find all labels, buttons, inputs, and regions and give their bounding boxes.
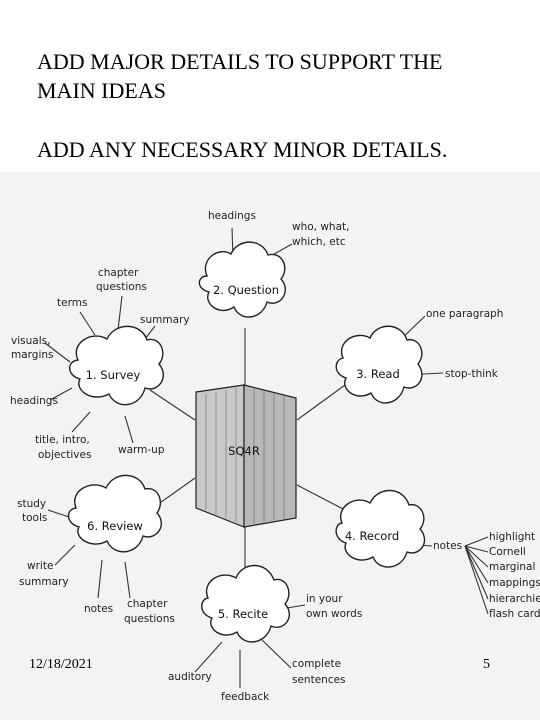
detail-label: terms (57, 297, 87, 309)
detail-label: hierarchies (489, 593, 540, 605)
hub-recite: 5. Recite (218, 607, 268, 621)
center-book: SQ4R (195, 384, 297, 528)
detail-label: Cornell (489, 546, 526, 558)
detail-label: flash cards (489, 608, 540, 620)
detail-label: margins (11, 349, 54, 361)
slide-date: 12/18/2021 (29, 657, 93, 672)
detail-label: mappings/ (489, 577, 540, 589)
slide-heading-major-details: ADD MAJOR DETAILS TO SUPPORT THE MAIN ID… (37, 49, 443, 103)
detail-label: warm-up (118, 444, 165, 456)
detail-label: study (17, 498, 46, 510)
hub-question: 2. Question (213, 283, 279, 297)
cloud-recite (201, 564, 290, 643)
detail-label: questions (96, 281, 147, 293)
detail-labels: headings who, what, which, etc terms cha… (10, 210, 540, 703)
detail-label: one paragraph (426, 308, 503, 320)
cloud-record (335, 489, 426, 568)
detail-label: marginal (489, 561, 535, 573)
hub-read: 3. Read (356, 367, 400, 381)
detail-label: title, intro, (35, 434, 90, 446)
detail-label: headings (208, 210, 256, 222)
cloud-question (198, 241, 286, 318)
hub-survey: 1. Survey (86, 368, 141, 382)
detail-label: tools (22, 512, 47, 524)
detail-label: objectives (38, 449, 91, 461)
hub-review: 6. Review (87, 519, 143, 533)
slide-page-number: 5 (483, 657, 490, 672)
detail-label: visuals, (11, 335, 50, 347)
slide-heading-minor-details: ADD ANY NECESSARY MINOR DETAILS. (37, 137, 448, 162)
cloud-review (67, 474, 162, 553)
detail-label: sentences (292, 674, 346, 686)
detail-label: questions (124, 613, 175, 625)
detail-label: highlight (489, 531, 535, 543)
detail-label: which, etc (292, 236, 346, 248)
hub-record: 4. Record (345, 529, 399, 543)
detail-label: write (27, 560, 53, 572)
cloud-read (335, 325, 423, 404)
detail-label: chapter (127, 598, 168, 610)
detail-label: notes (84, 603, 113, 615)
sq4r-mind-map: SQ4R 2. Question 1. Survey 3. Read 6. Re… (0, 172, 540, 720)
detail-label: summary (19, 576, 69, 588)
cloud-survey (68, 325, 164, 406)
cloud-shapes (67, 241, 426, 643)
detail-label: summary (140, 314, 190, 326)
detail-label: in your (306, 593, 343, 605)
detail-label: headings (10, 395, 58, 407)
detail-label: chapter (98, 267, 139, 279)
hub-labels: 2. Question 1. Survey 3. Read 6. Review … (86, 283, 400, 621)
detail-label: notes (433, 540, 462, 552)
detail-label: who, what, (292, 221, 349, 233)
detail-label: auditory (168, 671, 212, 683)
detail-label: own words (306, 608, 362, 620)
center-label: SQ4R (228, 444, 260, 458)
detail-label: feedback (221, 691, 270, 703)
detail-label: complete (292, 658, 341, 670)
detail-label: stop-think (445, 368, 499, 380)
